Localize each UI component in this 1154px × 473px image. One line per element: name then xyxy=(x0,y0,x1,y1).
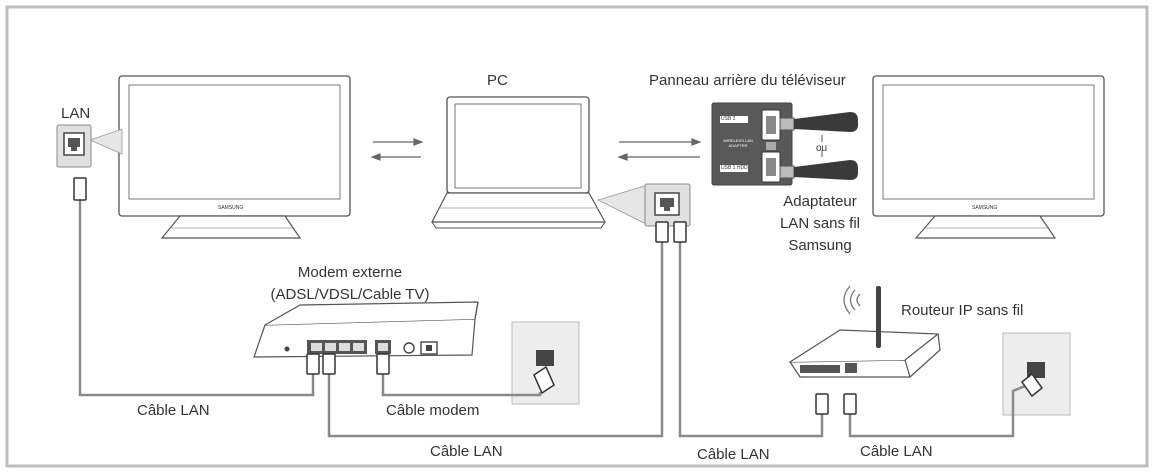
lan-port-callout-left xyxy=(56,124,123,168)
tv-back-panel xyxy=(711,102,793,186)
panel-usb1-label: USB 1 HDD xyxy=(721,165,748,171)
arrows-pc-tv xyxy=(617,138,702,161)
wireless-lan-adapter-top xyxy=(779,112,858,132)
lan-label: LAN xyxy=(61,105,91,122)
or-label: ou xyxy=(816,143,828,154)
arrows-tv-pc xyxy=(370,138,424,161)
pc-label: PC xyxy=(487,72,508,89)
cable-lan-label-left: Câble LAN xyxy=(137,402,210,419)
cable-lan-label-bottom-3: Câble LAN xyxy=(860,443,933,460)
wall-socket-left xyxy=(511,321,580,405)
adapter-label-2: LAN sans fil xyxy=(779,215,861,232)
tv-right-brand: SAMSUNG xyxy=(972,205,998,211)
cable-lan-router-wall xyxy=(848,384,1026,438)
diagram-frame xyxy=(5,5,1149,468)
cable-lan-label-bottom-1: Câble LAN xyxy=(430,443,503,460)
lan-port-callout-pc xyxy=(596,183,691,227)
cable-modem-label: Câble modem xyxy=(386,402,480,419)
cable-lan-modem-pc xyxy=(327,240,664,438)
panel-wireless-label: WIRELESS LAN ADAPTER xyxy=(723,138,753,148)
cable-lan-pc-router xyxy=(678,240,824,438)
panel-usb2-label: USB 2 xyxy=(721,116,736,122)
rj45-connectors xyxy=(73,177,1044,415)
adapter-label-3: Samsung xyxy=(788,237,852,254)
external-modem xyxy=(253,301,479,358)
adapter-label-1: Adaptateur xyxy=(783,193,857,210)
cable-lan-label-bottom-2: Câble LAN xyxy=(697,446,770,463)
tv-back-panel-label: Panneau arrière du téléviseur xyxy=(649,72,846,89)
router-label: Routeur IP sans fil xyxy=(901,302,1024,319)
tv-left xyxy=(118,75,351,239)
tv-left-brand: SAMSUNG xyxy=(218,205,244,211)
laptop-pc xyxy=(431,96,607,229)
tv-right xyxy=(872,75,1105,239)
cable-modem-wall xyxy=(381,368,542,397)
wireless-router xyxy=(788,285,941,378)
wireless-lan-adapter-bottom xyxy=(779,160,858,180)
cables xyxy=(78,196,1026,438)
cable-lan-tv-modem xyxy=(78,196,315,397)
modem-label-1: Modem externe xyxy=(297,264,403,281)
modem-label-2: (ADSL/VDSL/Cable TV) xyxy=(270,286,430,303)
